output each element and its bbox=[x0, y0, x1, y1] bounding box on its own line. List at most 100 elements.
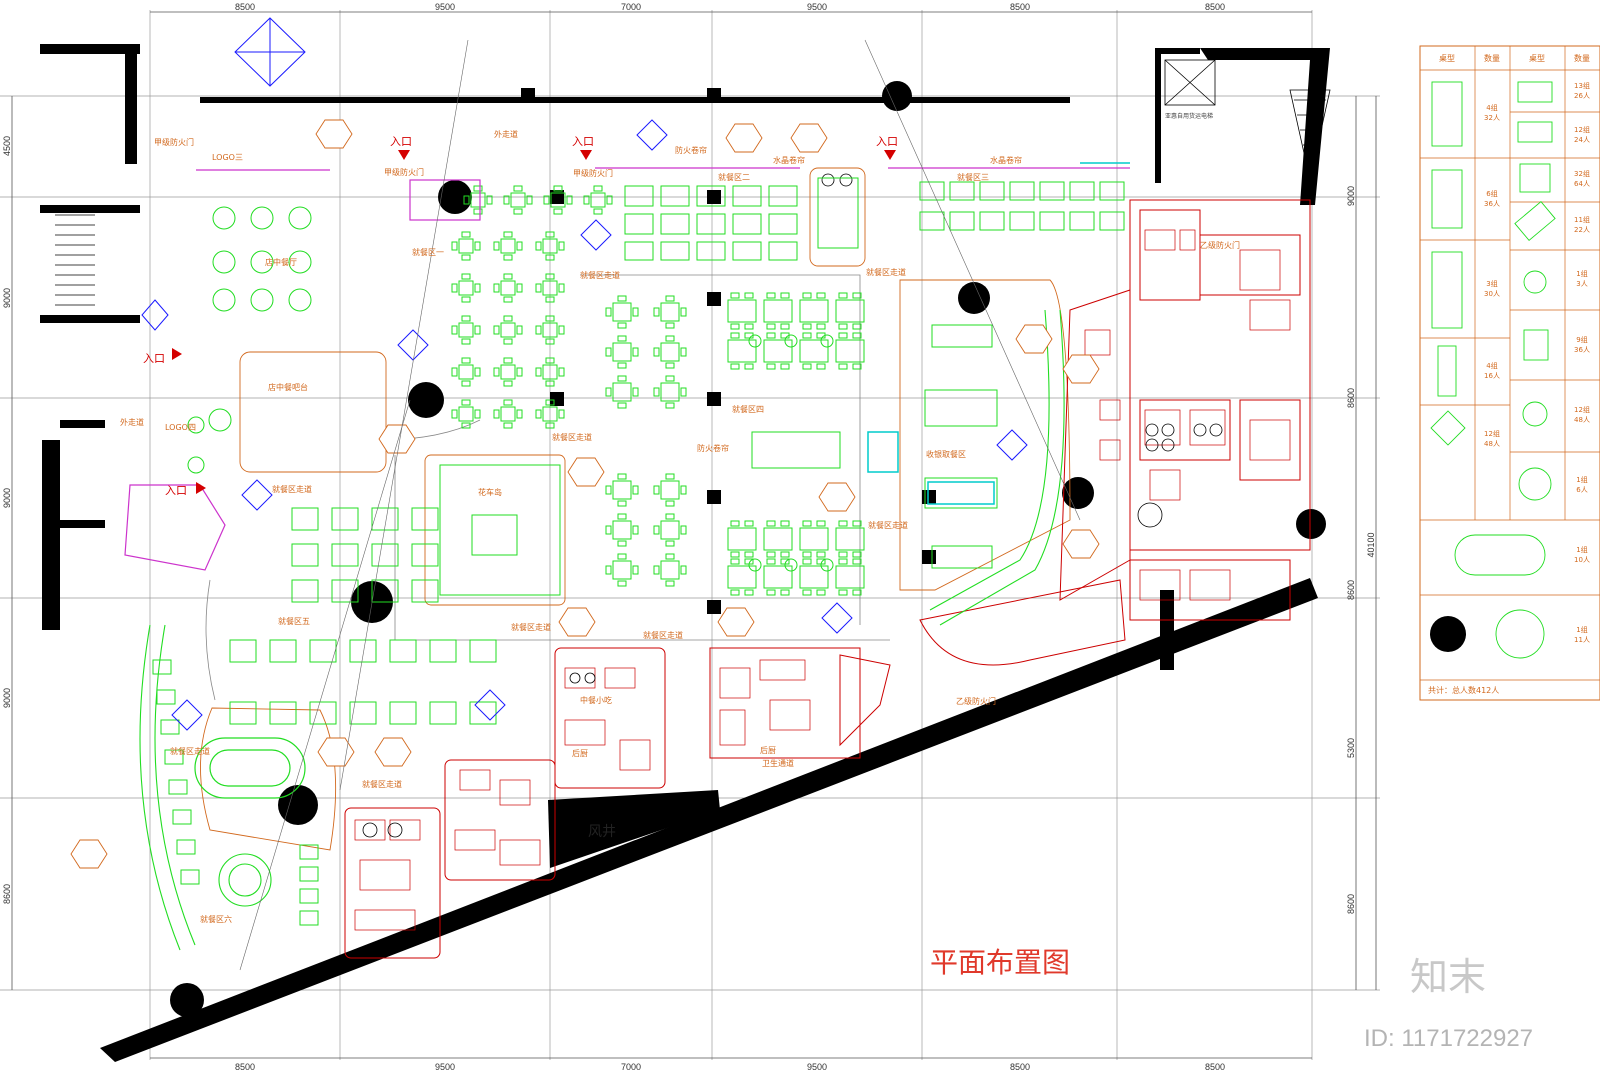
table-dining-4-block-chair bbox=[744, 323, 754, 330]
table-dining-1-chair bbox=[474, 241, 481, 251]
table-dining-5 bbox=[269, 639, 297, 663]
round-stool bbox=[748, 558, 762, 572]
table-dining-4-chair bbox=[632, 525, 639, 535]
table-dining-4 bbox=[612, 382, 632, 402]
label-back-kitchen-2: 后厨 bbox=[760, 745, 776, 755]
table-dining-1-chair bbox=[558, 367, 565, 377]
dim-right-3: 8600 bbox=[1346, 580, 1356, 600]
dim-bottom-3: 7000 bbox=[621, 1062, 641, 1072]
service-islands bbox=[439, 177, 998, 596]
table-dining-1-chair bbox=[545, 357, 555, 364]
table-dining-1-chair bbox=[535, 283, 542, 293]
booth-table bbox=[176, 839, 196, 855]
booth-table bbox=[299, 866, 319, 882]
label-outer-walkway-left: 外走道 bbox=[120, 417, 144, 427]
table-dining-4-block bbox=[835, 339, 865, 363]
round-stool bbox=[784, 558, 798, 572]
round-table bbox=[212, 206, 236, 230]
table-dining-1 bbox=[500, 280, 516, 296]
table-dining-4-block bbox=[835, 299, 865, 323]
columns bbox=[170, 81, 1326, 1017]
table-dining-4-block-chair bbox=[838, 558, 848, 565]
table-dining-1 bbox=[500, 322, 516, 338]
legend-header-type-2: 桌型 bbox=[1529, 53, 1545, 63]
table-dining-5 bbox=[411, 579, 439, 603]
table-dining-5 bbox=[411, 543, 439, 567]
table-dining-3 bbox=[979, 211, 1005, 231]
table-dining-4-chair bbox=[665, 335, 675, 342]
legend-right-count-6b: 36人 bbox=[1574, 346, 1590, 354]
table-dining-4-chair bbox=[617, 473, 627, 480]
table-dining-1 bbox=[470, 192, 486, 208]
table-dining-1-chair bbox=[516, 409, 523, 419]
table-dining-1 bbox=[550, 192, 566, 208]
label-aisle-6: 就餐区走道 bbox=[511, 622, 551, 632]
table-dining-4-block-chair bbox=[852, 551, 862, 558]
legend-left-count-7a: 1组 bbox=[1576, 625, 1587, 634]
table-dining-4-block bbox=[763, 565, 793, 589]
legend-header-qty-1: 数量 bbox=[1484, 53, 1500, 63]
table-dining-1-chair bbox=[503, 422, 513, 429]
table-dining-1-chair bbox=[461, 254, 471, 261]
reference-lines bbox=[239, 39, 1081, 971]
legend-left-count-7b: 11人 bbox=[1574, 636, 1590, 644]
legend-header-type-1: 桌型 bbox=[1439, 53, 1455, 63]
label-aisle-4: 就餐区走道 bbox=[272, 484, 312, 494]
table-dining-1-chair bbox=[503, 273, 513, 280]
table-dining-4-chair bbox=[665, 295, 675, 302]
dim-top-1: 8500 bbox=[235, 2, 255, 12]
table-dining-1-chair bbox=[545, 231, 555, 238]
table-dining-4-chair bbox=[680, 565, 687, 575]
table-dining-2 bbox=[696, 241, 726, 261]
table-dining-5 bbox=[429, 639, 457, 663]
table-dining-4-chair bbox=[617, 362, 627, 369]
table-dining-4-chair bbox=[605, 565, 612, 575]
table-dining-4-chair bbox=[632, 387, 639, 397]
table-dining-4-block-chair bbox=[730, 323, 740, 330]
table-dining-4-chair bbox=[680, 307, 687, 317]
table-dining-1 bbox=[458, 238, 474, 254]
table-dining-3 bbox=[1039, 181, 1065, 201]
table-dining-4-block-chair bbox=[838, 332, 848, 339]
table-dining-3 bbox=[949, 211, 975, 231]
table-dining-5 bbox=[291, 507, 319, 531]
dim-top-2: 9500 bbox=[435, 2, 455, 12]
table-dining-4 bbox=[612, 480, 632, 500]
table-dining-1 bbox=[500, 364, 516, 380]
table-dining-1-chair bbox=[558, 241, 565, 251]
dim-right-1: 9000 bbox=[1346, 186, 1356, 206]
table-dining-2 bbox=[660, 241, 690, 261]
table-dining-5 bbox=[331, 507, 359, 531]
table-dining-4-chair bbox=[680, 525, 687, 535]
table-dining-4-block-chair bbox=[802, 589, 812, 596]
table-dining-1-chair bbox=[545, 254, 555, 261]
table-dining-2 bbox=[660, 213, 690, 235]
entrance-1: 入口 bbox=[390, 135, 412, 148]
legend-left-count-3a: 3组 bbox=[1486, 279, 1497, 288]
table-dining-1-chair bbox=[535, 241, 542, 251]
table-dining-1 bbox=[458, 406, 474, 422]
table-dining-4-chair bbox=[665, 540, 675, 547]
freight-elevator-label: 亚惠自用货运电梯 bbox=[1165, 112, 1213, 120]
table-dining-4-chair bbox=[617, 322, 627, 329]
table-dining-1-chair bbox=[545, 422, 555, 429]
round-stool bbox=[820, 558, 834, 572]
dim-right-4: 5300 bbox=[1346, 738, 1356, 758]
cyan-counters bbox=[867, 162, 1130, 505]
table-dining-4-block-chair bbox=[730, 558, 740, 565]
table-dining-5 bbox=[429, 701, 457, 725]
table-dining-2 bbox=[732, 241, 762, 261]
table-dining-4-block bbox=[763, 527, 793, 551]
table-dining-4-block bbox=[727, 565, 757, 589]
table-dining-1-chair bbox=[606, 195, 613, 205]
table-dining-4-block-chair bbox=[766, 323, 776, 330]
table-dining-1-chair bbox=[545, 380, 555, 387]
table-dining-1-chair bbox=[566, 195, 573, 205]
table-dining-4-block-chair bbox=[780, 589, 790, 596]
table-dining-4-chair bbox=[617, 295, 627, 302]
table-dining-1-chair bbox=[535, 409, 542, 419]
table-dining-5 bbox=[229, 639, 257, 663]
table-dining-1-chair bbox=[461, 380, 471, 387]
table-dining-1-chair bbox=[493, 409, 500, 419]
legend-right-count-1a: 13组 bbox=[1574, 81, 1590, 90]
